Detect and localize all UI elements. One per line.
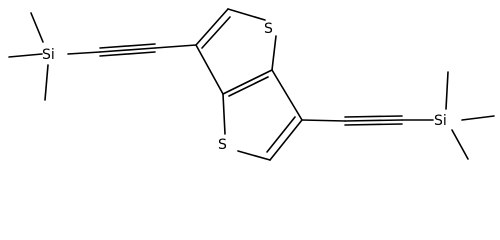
bond-si-left-methyl-top — [30, 12, 44, 43]
bond-si-left-methyl-bottom — [44, 64, 49, 101]
triple-bond-left-2 — [99, 47, 156, 53]
bond-ring-alkyne-right — [301, 119, 346, 122]
bond-c3-c2-double-b — [201, 16, 231, 49]
atom-si-left: Si — [42, 47, 55, 63]
atom-si-right: Si — [434, 113, 447, 129]
bond-s-top-c6a — [271, 35, 277, 71]
bond-alkyne-ring-left — [154, 44, 197, 49]
bond-c3-c3a — [195, 44, 224, 95]
bond-c5-c6-double-a — [269, 119, 303, 161]
bond-c3-c2-double-a — [195, 8, 229, 46]
bond-si-right-methyl-right — [461, 115, 495, 121]
atom-s-bottom: S — [218, 137, 227, 153]
bond-s-bottom-c5 — [237, 150, 271, 161]
bond-si-left-alkyne — [67, 51, 101, 55]
bond-c5-c6-double-b — [266, 116, 296, 153]
atom-s-top: S — [264, 21, 273, 37]
bond-si-right-methyl-bottom — [451, 129, 469, 160]
triple-bond-right-1 — [344, 115, 403, 118]
bond-si-right-methyl-top — [445, 71, 449, 110]
bond-c2-s-top — [227, 8, 266, 21]
triple-bond-right-3 — [344, 123, 403, 126]
triple-bond-left-1 — [99, 43, 156, 49]
triple-bond-right-2 — [344, 119, 403, 122]
bond-c6-c6a — [271, 69, 303, 121]
bond-c3a-s-bottom — [222, 93, 226, 135]
molecule-diagram: Si S S Si — [8, 8, 495, 161]
bond-central-double-b — [228, 76, 269, 97]
thienothiophene-bis-tms-ethynyl-structure: Si S S Si — [8, 8, 495, 161]
triple-bond-left-3 — [99, 51, 156, 57]
bond-si-left-methyl-left — [8, 53, 43, 58]
bond-central-double-a — [222, 69, 273, 95]
